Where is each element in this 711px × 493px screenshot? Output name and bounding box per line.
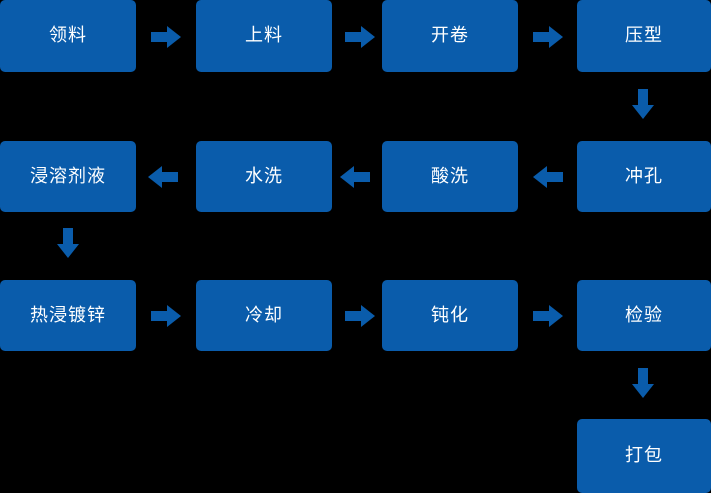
arrow-shaft [63, 228, 73, 245]
arrow-shaft [638, 368, 648, 385]
process-node-n10[interactable]: 冷却 [196, 280, 332, 351]
node-label: 钝化 [431, 304, 469, 326]
arrow-right-icon-n2-n3 [345, 26, 375, 48]
arrow-right-icon-n11-n12 [533, 305, 563, 327]
process-node-n8[interactable]: 浸溶剂液 [0, 141, 136, 212]
node-label: 酸洗 [431, 165, 469, 187]
arrow-left-icon-n5-n6 [533, 166, 563, 188]
node-label: 水洗 [245, 165, 283, 187]
node-label: 检验 [625, 304, 663, 326]
process-node-n13[interactable]: 打包 [577, 419, 711, 493]
arrow-left-icon-n6-n7 [340, 166, 370, 188]
process-node-n7[interactable]: 水洗 [196, 141, 332, 212]
arrow-head [57, 244, 79, 258]
arrow-right-icon-n1-n2 [151, 26, 181, 48]
arrow-right-icon-n3-n4 [533, 26, 563, 48]
arrow-head [632, 384, 654, 398]
arrow-shaft [151, 32, 168, 42]
process-node-n6[interactable]: 酸洗 [382, 141, 518, 212]
node-label: 上料 [245, 25, 283, 46]
arrow-head [533, 166, 547, 188]
process-node-n5[interactable]: 冲孔 [577, 141, 711, 212]
process-node-n4[interactable]: 压型 [577, 0, 711, 72]
node-label: 浸溶剂液 [30, 165, 106, 187]
process-node-n1[interactable]: 领料 [0, 0, 136, 72]
node-label: 领料 [49, 25, 87, 46]
arrow-shaft [638, 89, 648, 106]
arrow-head [632, 105, 654, 119]
arrow-left-icon-n7-n8 [148, 166, 178, 188]
process-node-n11[interactable]: 钝化 [382, 280, 518, 351]
arrow-head [549, 305, 563, 327]
arrow-down-icon-n4-n5 [632, 89, 654, 119]
node-label: 压型 [625, 25, 663, 46]
process-node-n3[interactable]: 开卷 [382, 0, 518, 72]
arrow-shaft [533, 311, 550, 321]
arrow-shaft [161, 172, 178, 182]
node-label: 冷却 [245, 304, 283, 326]
process-node-n12[interactable]: 检验 [577, 280, 711, 351]
node-label: 热浸镀锌 [30, 304, 106, 326]
node-label: 开卷 [431, 25, 469, 46]
arrow-shaft [345, 32, 362, 42]
arrow-head [167, 305, 181, 327]
arrow-head [148, 166, 162, 188]
arrow-head [361, 26, 375, 48]
arrow-down-icon-n12-n13 [632, 368, 654, 398]
node-label: 打包 [625, 445, 663, 466]
arrow-shaft [151, 311, 168, 321]
arrow-shaft [533, 32, 550, 42]
arrow-head [167, 26, 181, 48]
arrow-down-icon-n8-n9 [57, 228, 79, 258]
arrow-right-icon-n10-n11 [345, 305, 375, 327]
arrow-head [340, 166, 354, 188]
process-node-n9[interactable]: 热浸镀锌 [0, 280, 136, 351]
arrow-right-icon-n9-n10 [151, 305, 181, 327]
arrow-shaft [353, 172, 370, 182]
process-node-n2[interactable]: 上料 [196, 0, 332, 72]
arrow-head [361, 305, 375, 327]
arrow-shaft [345, 311, 362, 321]
node-label: 冲孔 [625, 165, 663, 187]
arrow-shaft [546, 172, 563, 182]
arrow-head [549, 26, 563, 48]
